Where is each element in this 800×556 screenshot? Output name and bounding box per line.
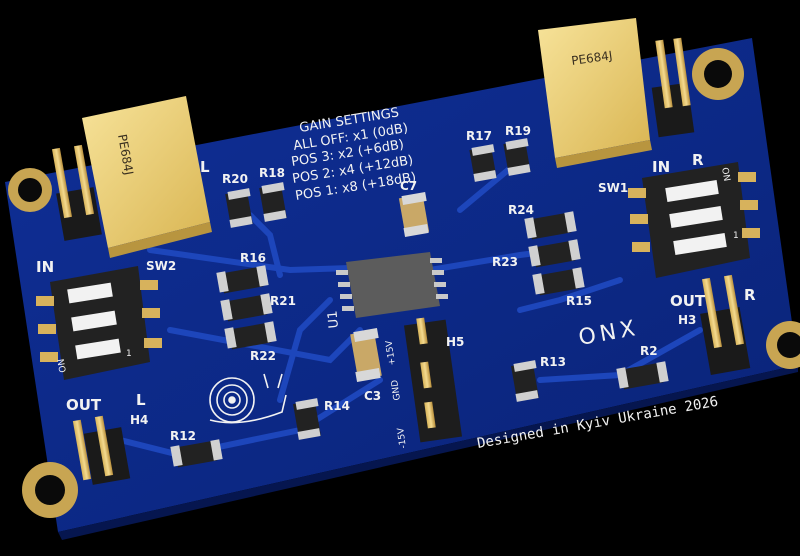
label-c3: C3 xyxy=(364,389,381,403)
label-h3: H3 xyxy=(678,313,696,327)
label-out-left: OUT xyxy=(66,396,102,414)
header-in-left xyxy=(51,144,102,241)
label-r14: R14 xyxy=(324,399,350,413)
film-capacitor-left: PE684J xyxy=(82,96,212,258)
label-r23: R23 xyxy=(492,255,518,269)
cap-right-label: PE684J xyxy=(570,48,613,68)
label-r17: R17 xyxy=(466,129,492,143)
label-r-top: R xyxy=(692,151,704,169)
h5-pin-plus15: +15V xyxy=(384,339,398,366)
resistor-r21 xyxy=(220,293,273,322)
sw2-one-label: 1 xyxy=(126,349,132,359)
dip-switch-sw2: ON 1 xyxy=(36,266,162,380)
mount-hole-tr xyxy=(692,48,744,100)
label-l-top: L xyxy=(200,158,210,176)
label-sw2: SW2 xyxy=(146,259,176,273)
label-sw1: SW1 xyxy=(598,181,628,195)
h5-pin-gnd: GND xyxy=(390,379,403,401)
label-r18: R18 xyxy=(259,166,285,180)
ic-u1-label: U1 xyxy=(325,310,341,329)
resistor-r17 xyxy=(469,144,497,182)
capacitor-c7 xyxy=(398,191,430,238)
ref-labels: R20 R18 R17 R19 R24 R23 R15 R16 R21 R22 … xyxy=(130,124,696,443)
resistor-r15 xyxy=(532,267,585,296)
label-l-bottom: L xyxy=(136,391,146,409)
sw2-on-label: ON xyxy=(57,358,69,373)
resistor-r24 xyxy=(524,211,577,240)
dip-switch-sw1: ON 1 xyxy=(628,162,760,278)
label-out-right: OUT xyxy=(670,292,706,310)
label-r19: R19 xyxy=(505,124,531,138)
smd-parts xyxy=(170,138,669,468)
label-r12: R12 xyxy=(170,429,196,443)
mount-hole-bl xyxy=(22,462,78,518)
sw1-one-label: 1 xyxy=(733,231,739,241)
resistor-r12 xyxy=(170,439,223,468)
resistor-r14 xyxy=(293,398,321,440)
resistor-r18 xyxy=(259,182,287,222)
header-h5 xyxy=(403,317,463,443)
resistor-r19 xyxy=(503,138,531,176)
label-r2: R2 xyxy=(640,344,658,358)
label-r13: R13 xyxy=(540,355,566,369)
resistor-r23 xyxy=(528,239,581,268)
header-h3 xyxy=(700,274,751,375)
header-h4 xyxy=(72,415,131,485)
label-r24: R24 xyxy=(508,203,534,217)
resistor-r13 xyxy=(511,360,539,402)
label-r22: R22 xyxy=(250,349,276,363)
resistor-r20 xyxy=(225,188,253,228)
resistor-r2 xyxy=(616,361,669,390)
label-r20: R20 xyxy=(222,172,248,186)
mount-hole-tl xyxy=(8,168,52,212)
label-r15: R15 xyxy=(566,294,592,308)
h5-pin-minus15: -15V xyxy=(396,426,409,449)
header-in-right xyxy=(651,37,695,138)
resistor-r22 xyxy=(224,321,277,350)
sw1-on-label: ON xyxy=(719,167,731,182)
label-c7: C7 xyxy=(400,179,417,193)
ic-u1: U1 xyxy=(325,252,448,329)
label-h4: H4 xyxy=(130,413,148,427)
resistor-r16 xyxy=(216,265,269,294)
capacitor-c3 xyxy=(350,327,382,383)
label-r16: R16 xyxy=(240,251,266,265)
label-r21: R21 xyxy=(270,294,296,308)
io-labels: IN L IN R OUT L OUT R xyxy=(36,151,756,414)
label-h5: H5 xyxy=(446,335,464,349)
label-in-right: IN xyxy=(652,158,670,176)
film-capacitor-right: PE684J xyxy=(538,18,652,168)
mount-hole-br xyxy=(766,321,800,369)
label-in-left: IN xyxy=(36,258,54,276)
snail-logo xyxy=(209,373,287,424)
label-r-bottom: R xyxy=(744,286,756,304)
pcb-edge xyxy=(58,365,798,540)
